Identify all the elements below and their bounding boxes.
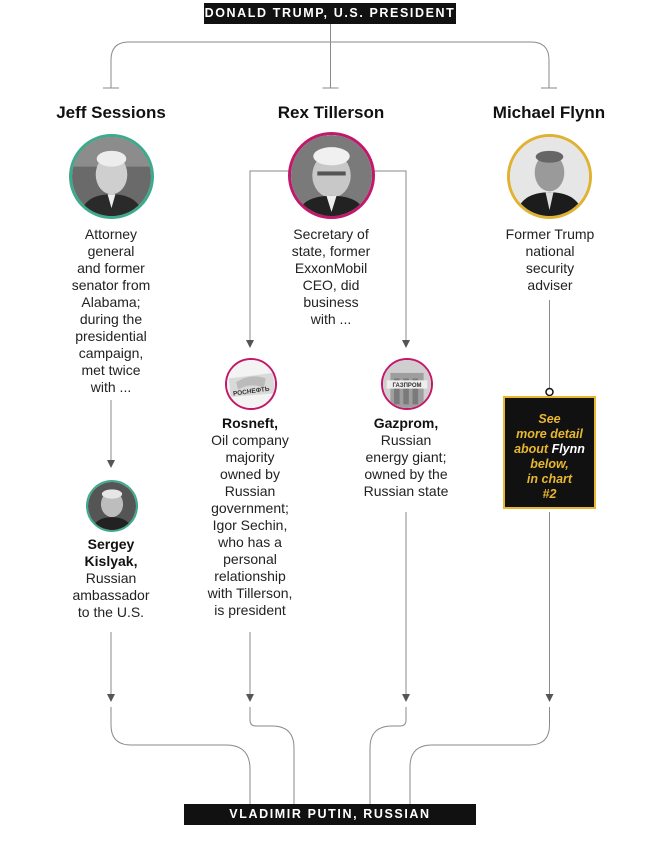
gazprom-logo: ГАЗПРОМ bbox=[381, 358, 433, 410]
gazprom-logo-icon: ГАЗПРОМ bbox=[383, 360, 431, 408]
tillerson-name: Rex Tillerson bbox=[277, 103, 385, 122]
flynn-avatar bbox=[507, 134, 592, 219]
kislyak-photo-icon bbox=[88, 482, 136, 530]
svg-text:ГАЗПРОМ: ГАЗПРОМ bbox=[392, 383, 421, 389]
sessions-avatar bbox=[69, 134, 154, 219]
kislyak-description: Sergey Kislyak, Russian ambassador to th… bbox=[72, 536, 150, 620]
bottom-banner: VLADIMIR PUTIN, RUSSIAN PRESIDENT bbox=[184, 804, 476, 842]
connector-lines bbox=[103, 24, 557, 804]
rosneft-logo: РОСНЕФТЬ bbox=[225, 358, 277, 410]
sessions-photo-icon bbox=[72, 137, 151, 216]
flynn-name: Michael Flynn bbox=[492, 103, 606, 122]
flynn-callout-box[interactable]: See more detail about Flynn below, in ch… bbox=[503, 396, 596, 509]
tillerson-avatar bbox=[288, 132, 375, 219]
sessions-name: Jeff Sessions bbox=[56, 103, 166, 122]
flynn-photo-icon bbox=[510, 137, 589, 216]
top-banner: DONALD TRUMP, U.S. PRESIDENT bbox=[204, 3, 456, 24]
rosneft-logo-icon: РОСНЕФТЬ bbox=[227, 360, 275, 408]
kislyak-avatar bbox=[86, 480, 138, 532]
tillerson-photo-icon bbox=[291, 135, 372, 216]
